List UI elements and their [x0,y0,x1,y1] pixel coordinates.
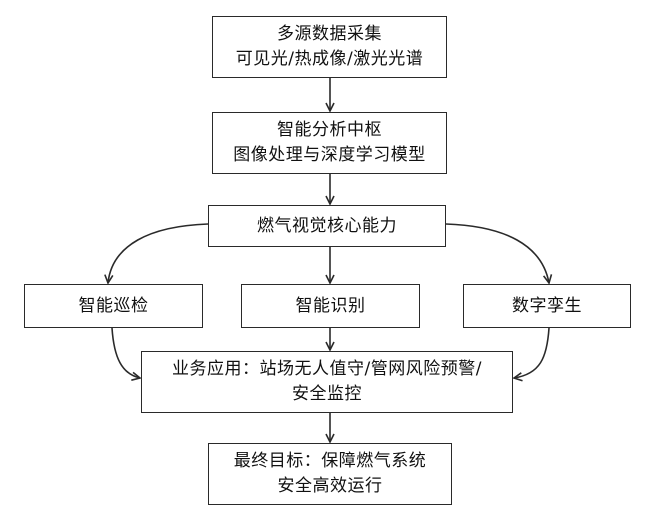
node-smart-patrol: 智能巡检 [24,284,203,328]
edge-core-to-patrol [108,223,209,283]
edge-twin-to-application [514,327,550,378]
node-analysis-hub-line-2: 图像处理与深度学习模型 [233,145,426,165]
node-analysis-hub-line-1: 智能分析中枢 [277,120,382,140]
node-business-application-line-2: 安全监控 [292,384,362,404]
node-digital-twin-label: 数字孪生 [512,295,582,316]
node-data-collection-line-1: 多源数据采集 [277,24,382,44]
node-smart-patrol-label: 智能巡检 [78,295,149,316]
edge-patrol-to-application [111,327,140,378]
node-business-application-line-1: 业务应用：站场无人值守/管网风险预警/ [172,359,482,379]
edge-core-to-twin [445,223,549,283]
node-final-goal: 最终目标：保障燃气系统 安全高效运行 [208,443,452,505]
node-analysis-hub: 智能分析中枢 图像处理与深度学习模型 [212,112,447,174]
node-core-capability: 燃气视觉核心能力 [208,205,446,247]
node-digital-twin: 数字孪生 [463,284,631,328]
node-final-goal-line-1: 最终目标：保障燃气系统 [233,451,427,471]
node-smart-recognition: 智能识别 [241,284,420,328]
node-data-collection: 多源数据采集 可见光/热成像/激光光谱 [212,16,447,78]
node-smart-recognition-label: 智能识别 [295,295,366,316]
node-core-capability-label: 燃气视觉核心能力 [257,215,397,236]
node-business-application: 业务应用：站场无人值守/管网风险预警/ 安全监控 [141,351,513,413]
node-data-collection-line-2: 可见光/热成像/激光光谱 [235,49,424,69]
node-final-goal-line-2: 安全高效运行 [277,476,383,496]
